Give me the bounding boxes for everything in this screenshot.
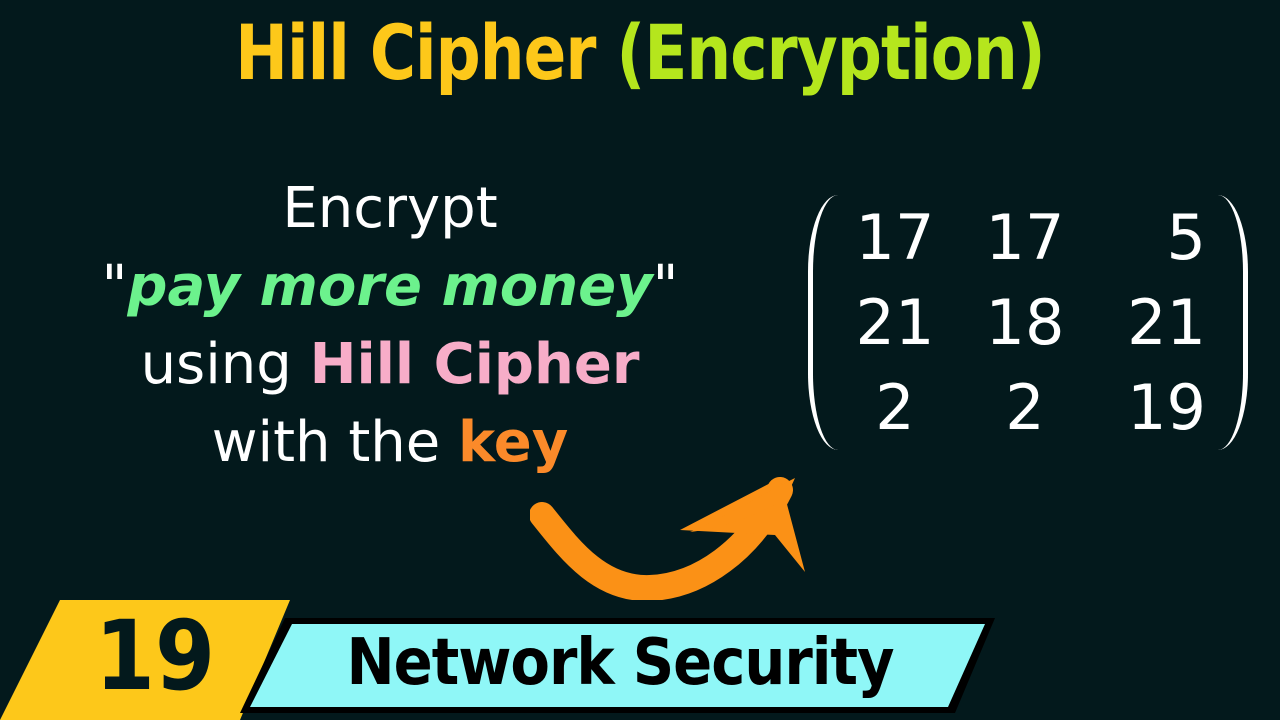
left-parenthesis (808, 195, 838, 450)
key-matrix: 17 17 5 21 18 21 2 2 19 (800, 195, 1260, 450)
prompt-line-3: using Hill Cipher (40, 326, 740, 404)
with-the-text: with the (211, 410, 459, 475)
episode-badge (0, 600, 290, 720)
matrix-grid: 17 17 5 21 18 21 2 2 19 (830, 195, 1220, 450)
prompt-line-2: "pay more money" (40, 248, 740, 326)
video-title: Hill Cipher (Encryption) (51, 8, 1229, 97)
prompt-line-4: with the key (40, 404, 740, 482)
series-banner (240, 618, 995, 713)
matrix-cell: 19 (1127, 371, 1206, 444)
prompt-line-1: Encrypt (282, 176, 498, 241)
matrix-cell: 21 (855, 286, 935, 359)
matrix-cell: 2 (1005, 371, 1045, 444)
matrix-cell: 17 (985, 201, 1065, 274)
episode-number: 19 (94, 600, 216, 712)
matrix-cell: 18 (985, 286, 1065, 359)
quote-close: " (652, 254, 679, 319)
plaintext: pay more money (127, 254, 653, 319)
title-encryption: (Encryption) (616, 8, 1046, 97)
cipher-name: Hill Cipher (309, 332, 640, 397)
quote-open: " (101, 254, 128, 319)
matrix-cell: 5 (1166, 201, 1206, 274)
matrix-cell: 17 (855, 201, 935, 274)
matrix-cell: 2 (875, 371, 915, 444)
right-parenthesis (1218, 195, 1248, 450)
title-hill-cipher: Hill Cipher (235, 8, 596, 97)
using-text: using (140, 332, 310, 397)
series-title: Network Security (346, 626, 894, 700)
key-word: key (458, 410, 569, 475)
curved-arrow-icon (530, 477, 805, 600)
problem-statement: Encrypt "pay more money" using Hill Ciph… (40, 170, 740, 482)
matrix-cell: 21 (1127, 286, 1206, 359)
